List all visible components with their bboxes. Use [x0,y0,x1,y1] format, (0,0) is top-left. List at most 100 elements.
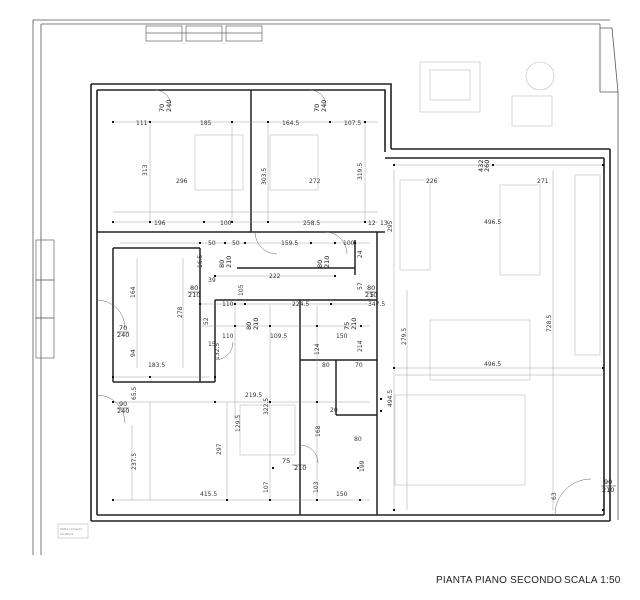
dim-label: 159.5 [281,240,298,247]
dim-label: 728.5 [546,315,553,332]
door-label-value: 75 [343,322,351,330]
dim-label: 5 [370,292,374,299]
door-label-value: 260 [483,160,491,172]
dim-label: 132.5 [214,343,221,360]
dim-label: 295 [387,220,394,232]
door-label: 80 210 [245,318,260,330]
door-label-value: 210 [225,256,233,268]
dim-label: 322.5 [263,398,270,415]
door-label-value: 240 [117,331,129,339]
door-labels: 70 240 70 240 80 210 80 210 80 210 80 21… [117,100,616,494]
dim-label: 100 [343,240,355,247]
dim-label: 50 [232,240,240,247]
dim-label: 13 [380,220,388,227]
interior-walls [97,90,385,515]
dim-label: 226 [426,178,438,185]
door-label: 80 210 [316,256,331,268]
door-label-value: 70 [158,104,166,112]
door-label-value: 210 [365,291,377,299]
dim-label: 39 [208,277,216,284]
dim-label: 222 [269,273,281,280]
dim-label: 12 [368,220,376,227]
door-label: 70 240 [158,100,173,112]
door-label-value: 70 [313,104,321,112]
dim-label: 214 [357,340,364,352]
door-label: 432 260 [477,160,491,172]
stamp: Malta cemento struttura [57,523,89,539]
door-label-value: 240 [320,100,328,112]
door-label-value: 240 [165,100,173,112]
dim-label: 107 [263,481,270,493]
dim-label: 63 [551,492,558,500]
door-label-value: 210 [602,486,614,494]
dim-label: 94 [130,349,137,357]
dim-label: 496.5 [484,361,501,368]
door-label-value: 240 [117,407,129,415]
door-label: 80 210 [365,284,377,299]
dim-label: 196 [154,220,166,227]
dim-label: 124 [314,343,321,355]
dim-label: 100 [220,220,232,227]
door-label-value: 210 [323,256,331,268]
stamp-line2: struttura [60,532,73,536]
dim-label: 279.5 [401,328,408,345]
boundary-windows [35,25,263,359]
door-label: 90 240 [117,400,129,415]
door-label-value: 210 [188,291,200,299]
dim-label: 103 [313,481,320,493]
dimension-labels: 111 185 164.5 107.5 313 296 303.5 272 31… [130,120,558,500]
door-label-value: 80 [190,284,198,292]
door-label-value: 90 [604,478,612,486]
stamp-line1: Malta cemento [60,527,83,531]
dim-label: 105 [238,284,245,296]
door-label: 70 240 [117,324,129,339]
door-label: 75 210 [343,318,358,330]
dim-label: 70 [355,362,363,369]
dim-label: 494.5 [387,390,394,407]
furniture [194,61,601,486]
dim-label: 150 [336,333,348,340]
door-swings [96,89,592,516]
dimension-lines [113,121,603,510]
plan-title: PIANTA PIANO SECONDO [436,575,563,586]
dim-label: 164 [130,286,137,298]
door-label-value: 80 [218,260,226,268]
dim-label: 150 [336,491,348,498]
dim-label: 129.5 [235,415,242,432]
dim-label: 496.5 [484,219,501,226]
dim-label: 20 [330,407,338,414]
dim-label: 110 [222,301,234,308]
dim-label: 110 [222,333,234,340]
dim-label: 303.5 [261,168,268,185]
dim-label: 237.5 [131,453,138,470]
dim-label: 278 [177,306,184,318]
dim-label: 313 [142,164,149,176]
site-boundary [32,19,619,555]
door-label-value: 90 [119,400,127,408]
exterior-walls [90,83,611,522]
dim-label: 183.5 [148,362,165,369]
dim-label: 224.5 [292,301,309,308]
door-label-value: 80 [316,260,324,268]
door-label-value: 80 [245,322,253,330]
dim-label: 164.5 [282,120,299,127]
dim-label: 272 [309,178,321,185]
door-label: 80 210 [188,284,200,299]
door-label-value: 80 [367,284,375,292]
dim-label: 296 [176,178,188,185]
dim-label: 297 [216,443,223,455]
plan-scale: SCALA 1:50 [564,575,621,586]
door-label: 80 210 [218,256,233,268]
door-label-value: 210 [350,318,358,330]
dim-label: 168 [315,425,322,437]
dim-label: 16.5 [197,254,204,268]
door-label-value: 210 [252,318,260,330]
dim-label: 52 [203,317,210,325]
dim-label: 65.5 [131,386,138,400]
dim-label: 24 [357,250,364,258]
dim-label: 15 [208,341,216,348]
dim-label: 258.5 [303,220,320,227]
dim-label: 319.5 [357,163,364,180]
dim-label: 199 [359,460,366,472]
